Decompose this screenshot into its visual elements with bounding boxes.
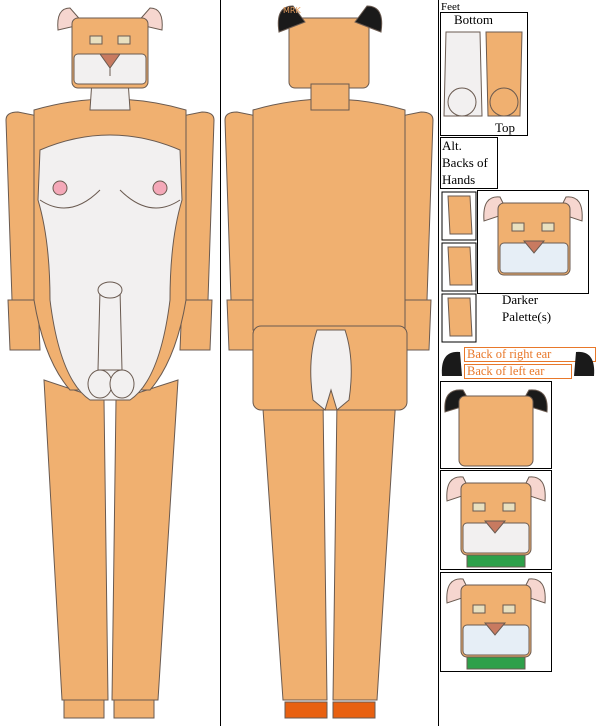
feet-sole-figure bbox=[443, 31, 523, 117]
alt-hands-line2: Backs of bbox=[442, 155, 488, 170]
alt-hands-line1: Alt. bbox=[442, 138, 462, 153]
back-of-left-ear-label: Back of left ear bbox=[464, 364, 572, 379]
right-ear-back-icon bbox=[441, 351, 462, 376]
front-body-figure bbox=[5, 7, 215, 719]
head-back-figure bbox=[444, 389, 548, 467]
divider-left bbox=[220, 0, 221, 726]
alt-hands-figures bbox=[441, 191, 477, 343]
back-of-right-ear-label: Back of right ear bbox=[464, 347, 596, 362]
darker-palette-line1: Darker bbox=[502, 292, 539, 307]
darker-palette-line2: Palette(s) bbox=[502, 309, 552, 324]
left-ear-back-icon bbox=[574, 351, 595, 376]
alt-hands-label-box bbox=[440, 137, 498, 189]
darker-palette-face bbox=[483, 196, 583, 276]
signature-mrk-back: MRK bbox=[283, 6, 301, 15]
feet-label: Feet bbox=[441, 1, 460, 13]
head-front-figure-2 bbox=[446, 578, 546, 670]
divider-right bbox=[438, 0, 439, 726]
back-body-figure bbox=[224, 5, 434, 719]
feet-top-label: Top bbox=[495, 120, 516, 135]
feet-bottom-label: Bottom bbox=[454, 12, 494, 27]
head-front-figure-1 bbox=[446, 476, 546, 568]
alt-hands-line3: Hands bbox=[442, 172, 476, 187]
